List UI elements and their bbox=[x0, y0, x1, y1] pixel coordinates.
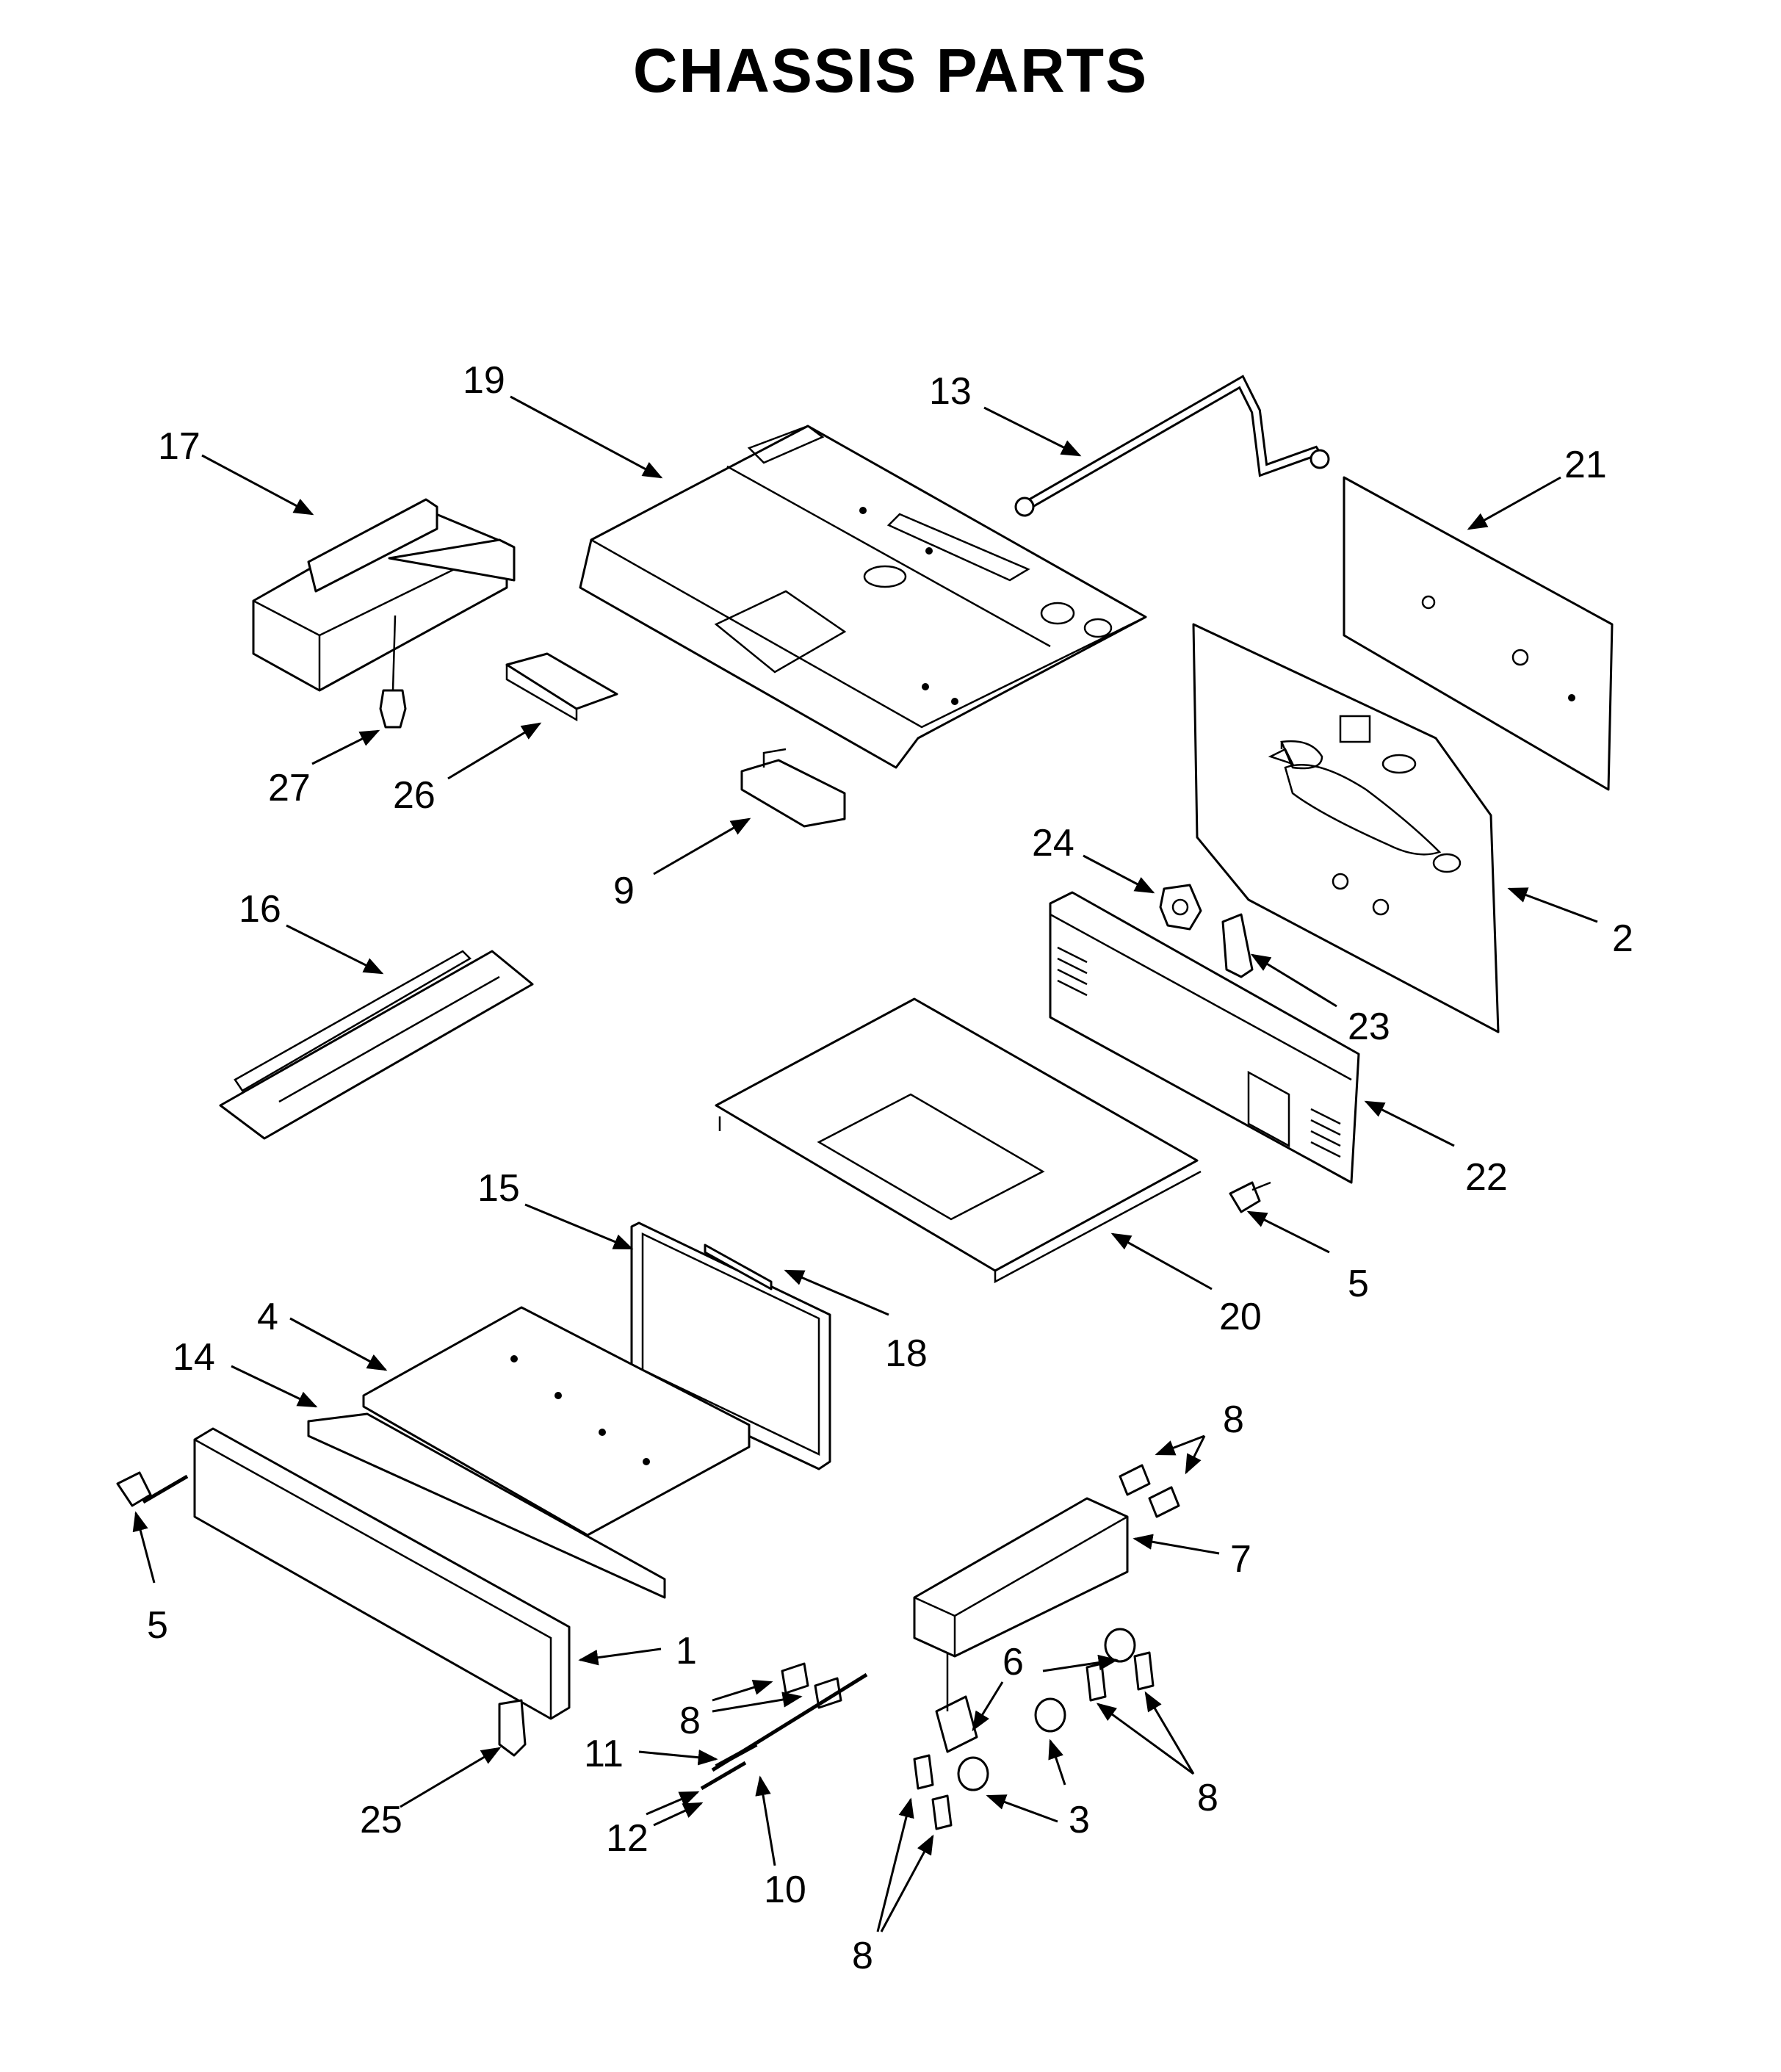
part-26-bracket[interactable] bbox=[505, 652, 618, 722]
callout-10: 10 bbox=[764, 1869, 806, 1911]
part-24-valve[interactable] bbox=[1159, 884, 1202, 931]
callout-11: 11 bbox=[584, 1733, 624, 1775]
callout-8-left: 8 bbox=[679, 1700, 701, 1742]
part-1-front-panel[interactable] bbox=[193, 1427, 571, 1720]
callout-17: 17 bbox=[158, 425, 201, 468]
part-2-panel[interactable] bbox=[1192, 623, 1500, 1033]
part-13-gas-tube[interactable] bbox=[1014, 375, 1330, 517]
part-4-base-plate[interactable] bbox=[362, 1306, 751, 1537]
part-5-screw-left[interactable] bbox=[116, 1471, 189, 1507]
callout-22: 22 bbox=[1465, 1156, 1508, 1199]
callout-5-upper: 5 bbox=[1348, 1263, 1369, 1305]
callout-21: 21 bbox=[1564, 444, 1607, 486]
part-12-pins[interactable] bbox=[700, 1761, 747, 1791]
part-18-strip[interactable] bbox=[704, 1243, 773, 1291]
part-6-leg[interactable] bbox=[935, 1653, 978, 1753]
callout-25: 25 bbox=[360, 1799, 402, 1841]
callout-5-left: 5 bbox=[147, 1604, 168, 1647]
part-14-front-strip[interactable] bbox=[307, 1412, 666, 1599]
part-22-box-panel[interactable] bbox=[1049, 891, 1360, 1184]
callout-1: 1 bbox=[676, 1630, 697, 1672]
page-title: CHASSIS PARTS bbox=[632, 36, 1149, 105]
callout-2: 2 bbox=[1612, 917, 1633, 960]
callout-labels: 17 19 13 21 27 26 9 24 2 16 23 22 15 5 2… bbox=[147, 359, 1633, 1977]
part-17-bracket[interactable] bbox=[252, 498, 516, 692]
callout-3: 3 bbox=[1069, 1799, 1090, 1841]
part-27-screw[interactable] bbox=[379, 615, 407, 729]
callout-26: 26 bbox=[393, 774, 436, 817]
callout-8-bottom: 8 bbox=[852, 1935, 873, 1977]
callout-7: 7 bbox=[1230, 1538, 1251, 1581]
part-3-foot[interactable] bbox=[957, 1628, 1136, 1791]
part-8-screws[interactable] bbox=[781, 1464, 1180, 1830]
callout-8-right: 8 bbox=[1197, 1777, 1218, 1819]
callout-9: 9 bbox=[613, 870, 635, 912]
callout-8-top: 8 bbox=[1223, 1398, 1244, 1441]
part-19-top-tray[interactable] bbox=[579, 425, 1147, 769]
callout-6: 6 bbox=[1003, 1641, 1024, 1683]
callout-12: 12 bbox=[606, 1817, 649, 1860]
callout-24: 24 bbox=[1032, 822, 1074, 864]
callout-14: 14 bbox=[173, 1336, 215, 1379]
callout-20: 20 bbox=[1219, 1296, 1262, 1338]
part-21-back-panel[interactable] bbox=[1343, 476, 1614, 791]
callout-16: 16 bbox=[239, 888, 281, 931]
part-5-screw-upper[interactable] bbox=[1229, 1181, 1271, 1213]
part-7-channel[interactable] bbox=[913, 1497, 1129, 1658]
callout-27: 27 bbox=[268, 767, 311, 809]
callout-19: 19 bbox=[463, 359, 505, 402]
part-16-rail[interactable] bbox=[219, 950, 534, 1140]
part-20-shelf[interactable] bbox=[715, 997, 1202, 1284]
part-11-pin[interactable] bbox=[715, 1742, 758, 1769]
callout-18: 18 bbox=[885, 1332, 928, 1375]
callout-4: 4 bbox=[257, 1296, 278, 1338]
leader-lines bbox=[132, 395, 1598, 1932]
callout-15: 15 bbox=[477, 1167, 520, 1210]
callout-23: 23 bbox=[1348, 1006, 1390, 1048]
part-23-clip[interactable] bbox=[1221, 913, 1254, 978]
callout-13: 13 bbox=[929, 370, 972, 413]
part-9-bracket[interactable] bbox=[740, 748, 846, 828]
part-25-bracket[interactable] bbox=[498, 1699, 527, 1757]
